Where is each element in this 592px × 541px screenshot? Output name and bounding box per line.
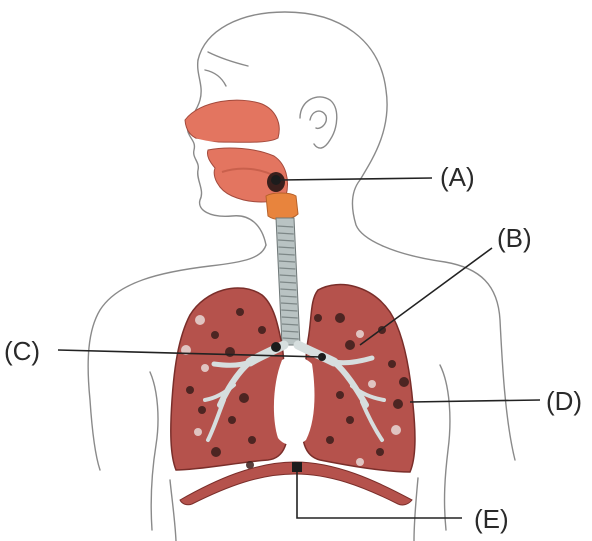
label-e: (E) (474, 504, 509, 534)
alveolus-spot (201, 364, 209, 372)
heart-gap (274, 357, 315, 446)
alveolus-spot (399, 377, 409, 387)
alveolus-spot (346, 416, 354, 424)
alveolus-spot (211, 447, 221, 457)
alveolus-spot (186, 386, 194, 394)
alveolus-spot (228, 416, 236, 424)
hair-outline (205, 52, 248, 86)
alveolus-spot (376, 448, 384, 456)
nasal-cavity (185, 100, 279, 142)
leader-a (280, 178, 432, 180)
marker-c (271, 342, 281, 352)
alveolus-spot (314, 314, 322, 322)
alveolus-spot (388, 360, 396, 368)
alveolus-spot (391, 425, 401, 435)
alveolus-spot (236, 308, 244, 316)
marker-e (292, 462, 302, 472)
label-d: (D) (546, 386, 582, 416)
ear-outline (300, 97, 337, 148)
leader-d (410, 400, 540, 402)
alveolus-spot (336, 391, 344, 399)
torso-left (170, 480, 176, 541)
torso-right (414, 478, 418, 541)
alveolus-spot (194, 428, 202, 436)
alveolus-spot (356, 458, 364, 466)
left-lung (171, 288, 287, 470)
alveolus-spot (368, 380, 376, 388)
larynx (266, 193, 298, 220)
alveolus-spot (248, 436, 256, 444)
alveolus-spot (393, 399, 403, 409)
alveolus-spot (326, 436, 334, 444)
alveolus-spot (335, 313, 345, 323)
alveolus-spot (239, 393, 249, 403)
alveolus-spot (198, 406, 206, 414)
trachea (276, 218, 300, 345)
leader-b (360, 248, 492, 345)
alveolus-spot (258, 326, 266, 334)
label-a: (A) (440, 162, 475, 192)
left-arm-inner (150, 372, 158, 530)
marker-a (271, 175, 281, 185)
label-b: (B) (497, 223, 532, 253)
right-lung (303, 285, 415, 472)
alveolus-spot (211, 331, 219, 339)
alveolus-spot (195, 315, 205, 325)
label-c: (C) (4, 336, 40, 366)
ear-inner (310, 111, 326, 128)
alveolus-spot (345, 340, 355, 350)
alveolus-spot (356, 330, 364, 338)
alveolus-spot (225, 347, 235, 357)
right-arm-inner (440, 365, 450, 530)
body-outline (88, 12, 515, 541)
